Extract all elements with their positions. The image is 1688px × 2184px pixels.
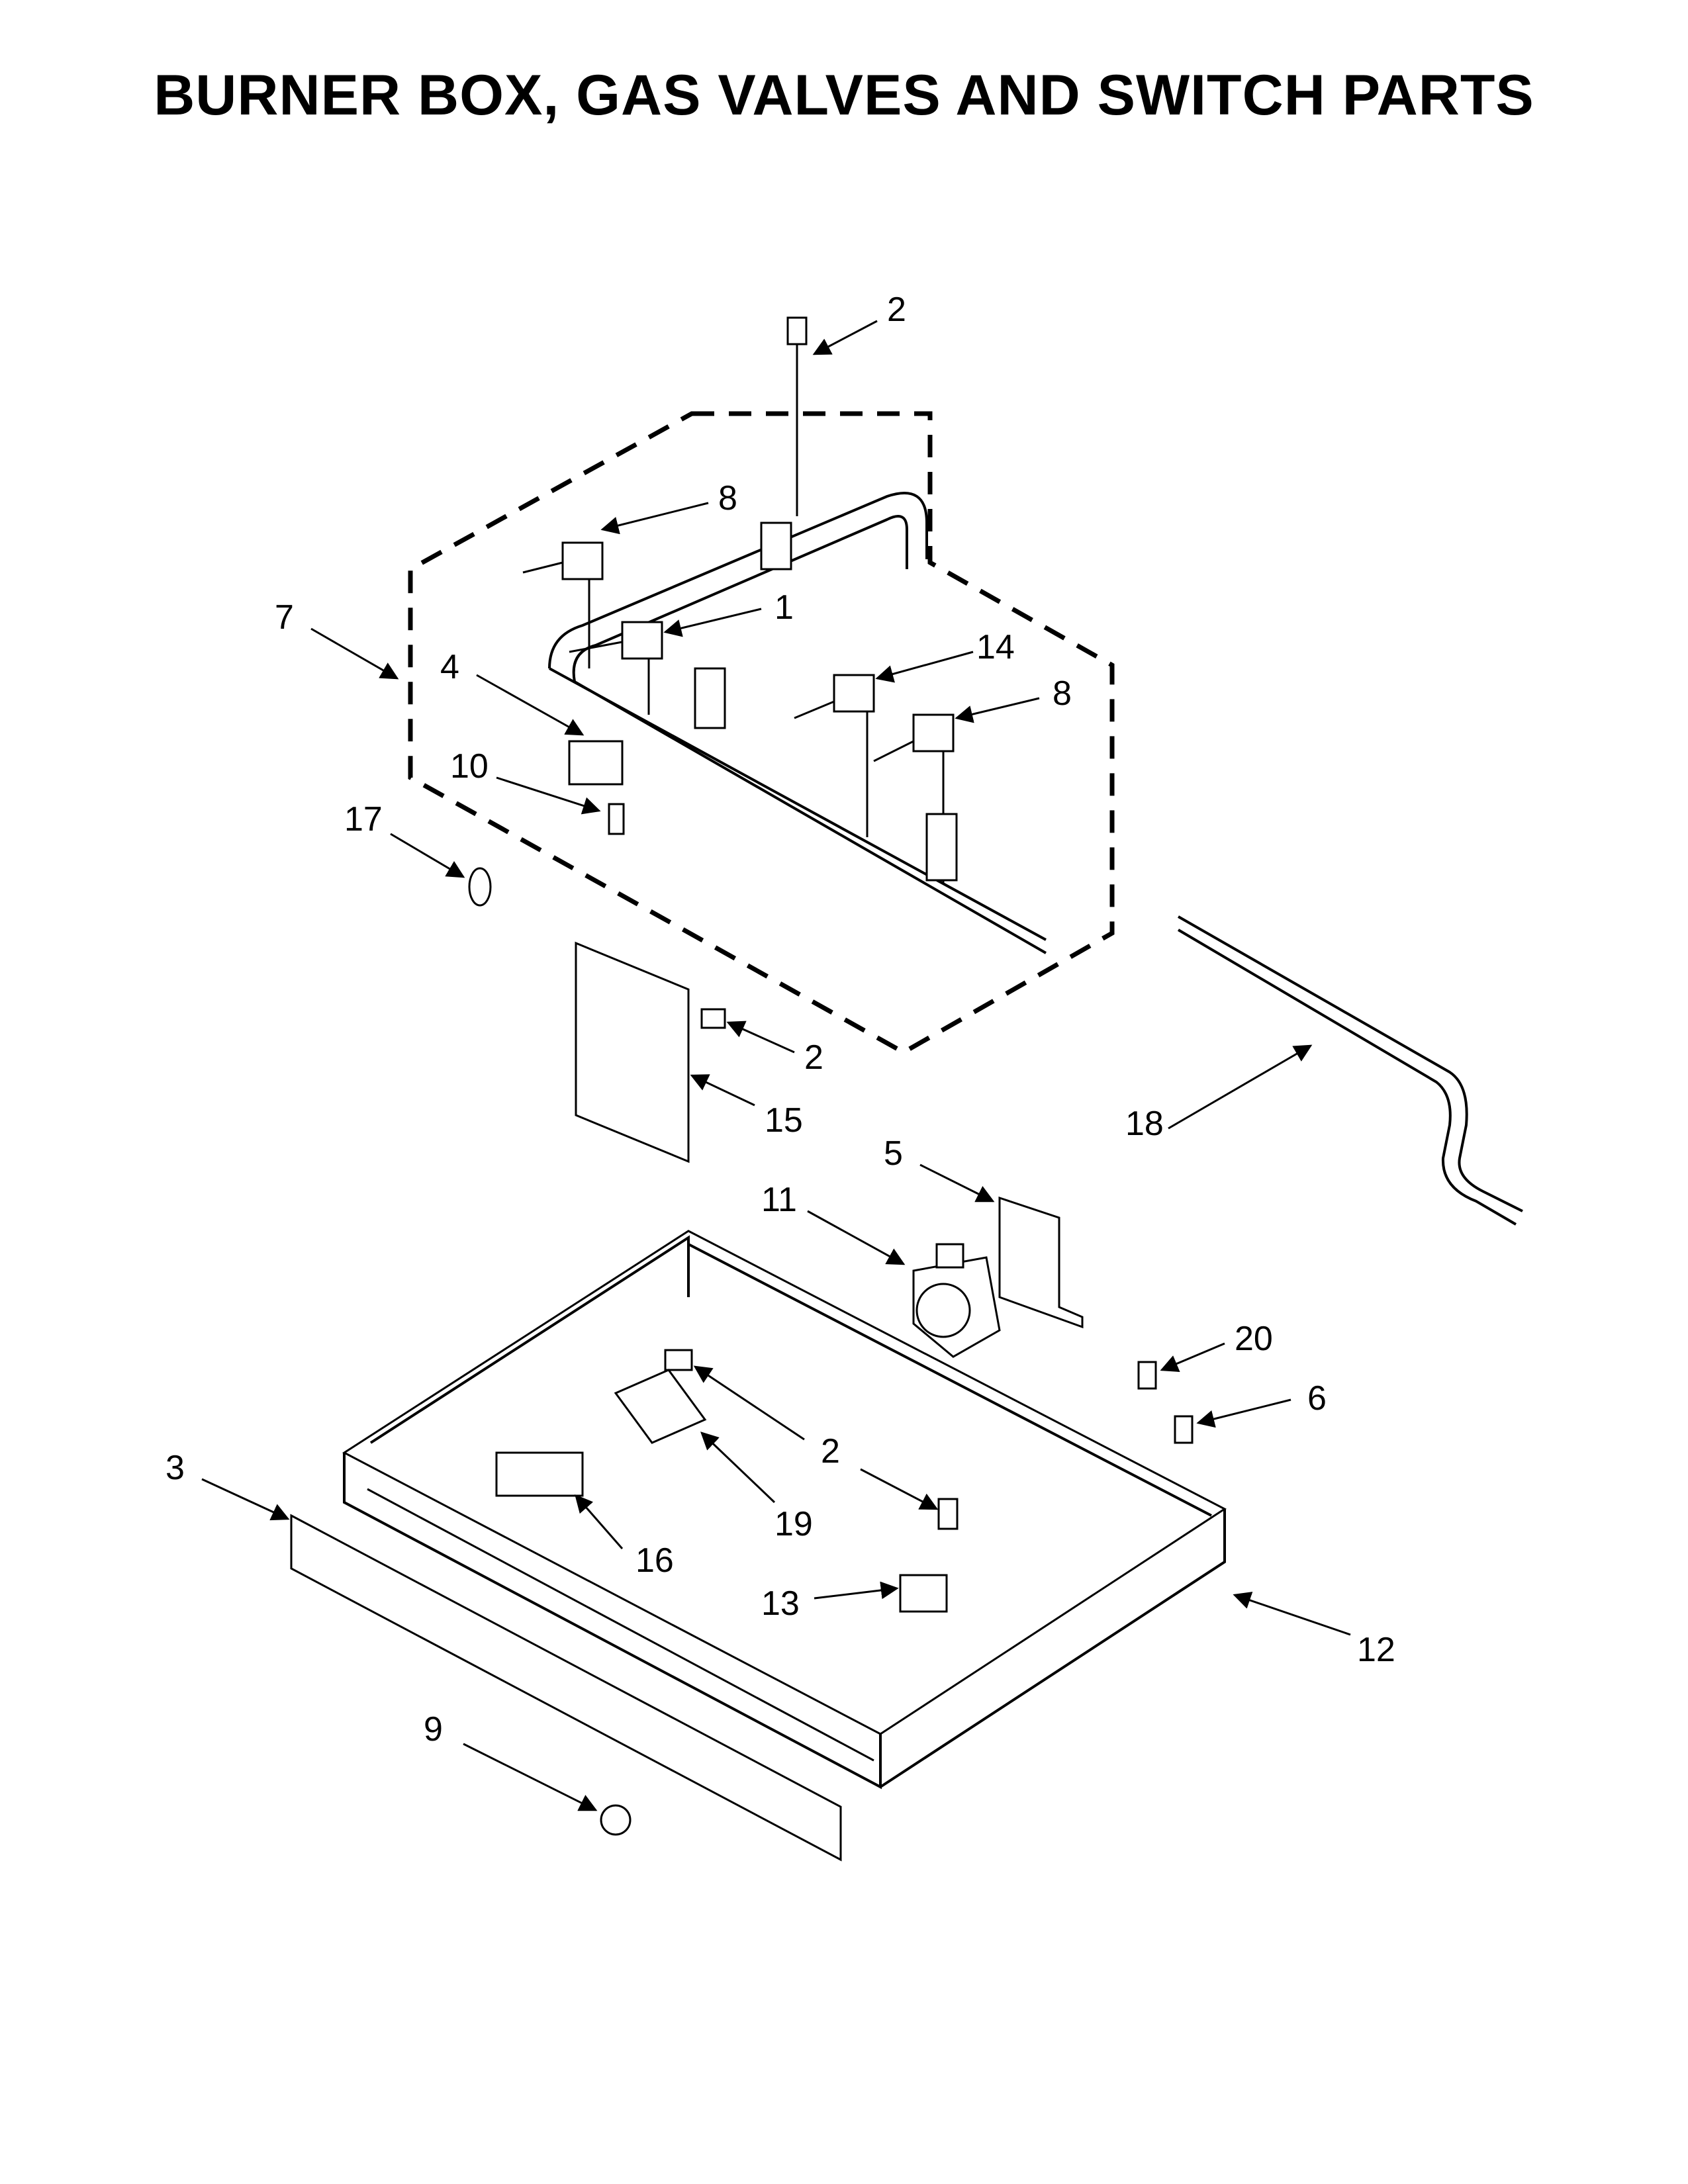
callout-8-valve-upper: 8 xyxy=(718,479,737,518)
regulator-bracket-5 xyxy=(998,1196,1084,1329)
fitting-6 xyxy=(1174,1415,1194,1444)
callout-3-panel: 3 xyxy=(165,1449,185,1487)
diagram-title: BURNER BOX, GAS VALVES AND SWITCH PARTS xyxy=(154,64,1534,127)
screw-top xyxy=(786,316,808,516)
manifold-bracket-right xyxy=(925,813,958,882)
callout-5-bracket: 5 xyxy=(884,1134,903,1173)
burner-valve-upper-left xyxy=(522,541,604,668)
callout-2-screw-plate: 2 xyxy=(804,1038,823,1077)
callout-9-knob: 9 xyxy=(424,1710,443,1749)
front-panel-3 xyxy=(290,1514,842,1862)
screw-inside-box xyxy=(664,1349,693,1371)
switch-16 xyxy=(495,1451,584,1497)
insulator-disc-17 xyxy=(468,867,492,907)
callout-14-valve: 14 xyxy=(976,628,1015,666)
callout-19-bracket: 19 xyxy=(774,1505,813,1543)
gas-supply-tube-18 xyxy=(1177,915,1523,1226)
manifold-bracket-top xyxy=(760,522,792,570)
valve-assembly-dashed-outline xyxy=(408,411,1115,1056)
fitting-20 xyxy=(1137,1361,1157,1390)
cover-plate-15 xyxy=(575,941,690,1163)
burner-valve-1 xyxy=(569,621,663,715)
callout-10-screw: 10 xyxy=(450,747,489,786)
callout-11-regulator: 11 xyxy=(761,1181,797,1219)
burner-valve-14 xyxy=(794,674,875,837)
callout-15-plate: 15 xyxy=(765,1101,803,1140)
callout-6-fitting: 6 xyxy=(1307,1379,1327,1418)
screw-plate xyxy=(700,1008,726,1029)
bracket-19 xyxy=(614,1369,707,1444)
callout-18-tube: 18 xyxy=(1125,1105,1164,1143)
screw-10 xyxy=(608,803,625,835)
callout-16-switch: 16 xyxy=(635,1541,674,1580)
callout-17-disc: 17 xyxy=(344,800,383,839)
bracket-13 xyxy=(899,1574,948,1613)
pressure-regulator-11 xyxy=(912,1243,1001,1358)
callout-4-bracket: 4 xyxy=(440,648,459,686)
callout-12-box: 12 xyxy=(1357,1631,1395,1669)
callout-20-fitting: 20 xyxy=(1235,1320,1273,1358)
screw-13 xyxy=(937,1498,959,1530)
manifold-bracket-middle xyxy=(694,667,726,729)
callout-13-bracket: 13 xyxy=(761,1584,800,1623)
gas-manifold-pipe xyxy=(548,492,1047,954)
bracket-4 xyxy=(568,740,624,786)
burner-box-12 xyxy=(342,1230,1227,1790)
callout-2-screw-top: 2 xyxy=(887,291,906,329)
knob-9 xyxy=(600,1804,632,1836)
callout-1-valve: 1 xyxy=(774,588,794,627)
callout-8-valve-lower: 8 xyxy=(1053,674,1072,713)
callout-7-assembly: 7 xyxy=(275,598,294,637)
callout-2-screw-box: 2 xyxy=(821,1432,840,1471)
callout-leaders xyxy=(201,320,1351,1811)
